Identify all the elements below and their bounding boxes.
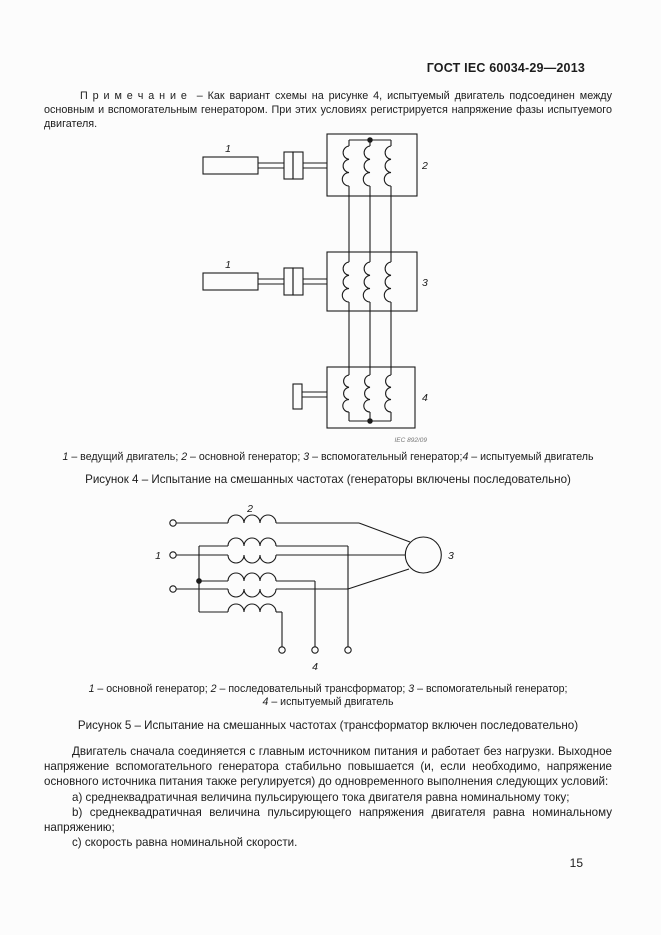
input-terminal xyxy=(169,585,177,593)
fig4-aux-generator-box xyxy=(326,251,418,367)
coupling-half xyxy=(292,151,304,180)
fig4-test-motor-box xyxy=(292,366,416,429)
figure5-title: Рисунок 5 – Испытание на смешанных часто… xyxy=(77,719,579,732)
figure5-caption-line1: 1 – основной генератор; 2 – последовател… xyxy=(88,683,568,695)
document-header: ГОСТ IEC 60034-29—2013 xyxy=(426,61,585,75)
fig4-main-generator-box xyxy=(326,133,418,252)
list-item-a: a) среднеквадратичная величина пульсирую… xyxy=(72,790,570,804)
figure4-title: Рисунок 4 – Испытание на смешанных часто… xyxy=(85,473,571,486)
list-item-c: c) скорость равна номинальной скорости. xyxy=(72,836,298,850)
page-number: 15 xyxy=(569,856,583,870)
fig5-series-winding-top xyxy=(176,514,411,543)
shaft-end-plate xyxy=(292,383,303,410)
fig5-transformer-pair-2 xyxy=(176,568,410,647)
fig5-label-series-transformer: 2 xyxy=(246,503,253,515)
fig5-label-aux-generator: 3 xyxy=(448,550,454,562)
fig4-label-test-motor: 4 xyxy=(422,392,428,404)
fig4-label-main-generator: 2 xyxy=(421,160,428,172)
figure4-diagram: 1 2 1 3 4 IEC 892/09 xyxy=(202,133,428,444)
fig5-transformer-pair-1 xyxy=(176,537,406,647)
junction-dot xyxy=(196,578,202,584)
aux-generator-circle xyxy=(404,536,442,574)
note-label: П р и м е ч а н и е xyxy=(80,90,187,102)
input-terminal xyxy=(169,519,177,527)
motor-body xyxy=(202,156,259,175)
figure5-caption-line2: 4 – испытуемый двигатель xyxy=(262,696,394,708)
note-paragraph: П р и м е ч а н и е – Как вариант схемы … xyxy=(44,89,612,131)
note-block: П р и м е ч а н и е – Как вариант схемы … xyxy=(44,89,612,131)
body-text-block: Двигатель сначала соединяется с главным … xyxy=(44,744,612,850)
coupling-half xyxy=(283,267,294,296)
output-terminal xyxy=(311,646,319,654)
coupling-half xyxy=(292,267,304,296)
fig5-winding-bottom xyxy=(199,603,283,647)
input-terminal xyxy=(169,551,177,559)
motor-body xyxy=(202,272,259,291)
iec-figure-mark: IEC 892/09 xyxy=(394,437,427,444)
star-point-dot xyxy=(367,137,373,143)
figure4-caption: 1 – ведущий двигатель; 2 – основной гене… xyxy=(62,451,594,463)
fig5-label-test-motor: 4 xyxy=(312,661,318,673)
figure5-diagram: 1 2 3 4 xyxy=(155,503,454,673)
note-text: – Как вариант схемы на рисунке 4, испыту… xyxy=(44,90,612,130)
star-point-dot xyxy=(367,418,373,424)
fig4-label-drive-motor-2: 1 xyxy=(225,259,231,271)
fig4-unit1-drive-motor xyxy=(202,151,327,180)
fig5-label-main-generator: 1 xyxy=(155,550,161,562)
fig4-unit2-drive-motor xyxy=(202,267,327,296)
output-terminal xyxy=(278,646,286,654)
fig4-label-aux-generator: 3 xyxy=(422,277,428,289)
body-paragraph: Двигатель сначала соединяется с главным … xyxy=(44,745,612,789)
output-terminal xyxy=(344,646,352,654)
fig4-label-drive-motor-1: 1 xyxy=(225,143,231,155)
list-item-b: b) среднеквадратичная величина пульсирую… xyxy=(44,805,612,835)
coupling-half xyxy=(283,151,294,180)
